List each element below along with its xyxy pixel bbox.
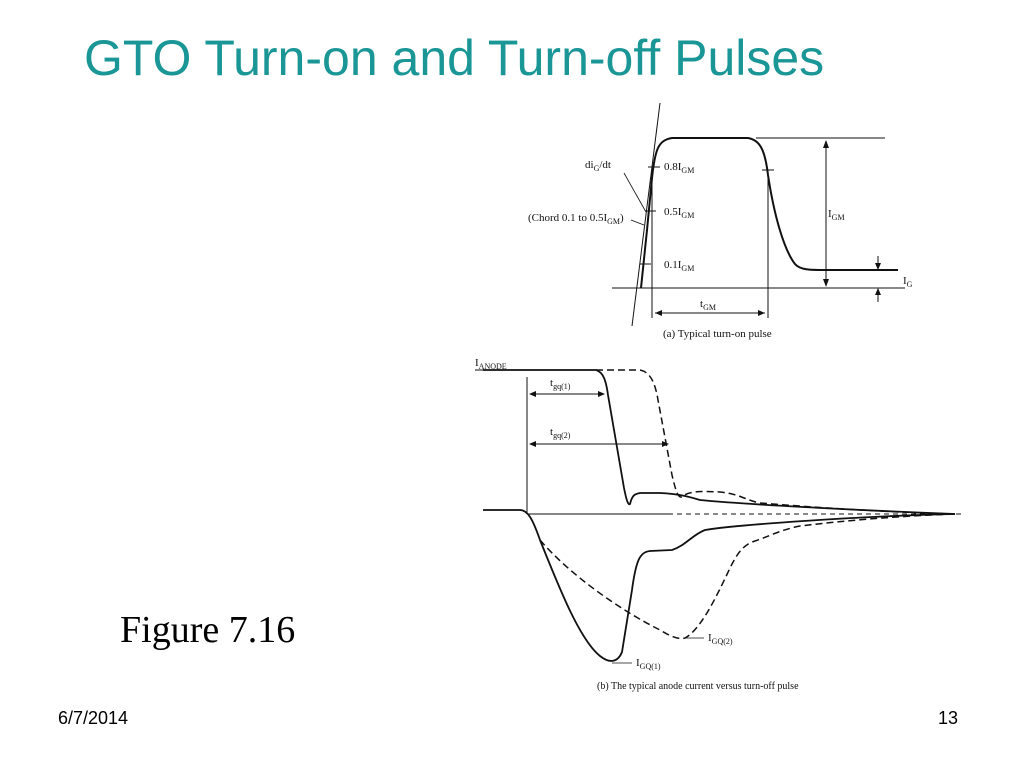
slide-title: GTO Turn-on and Turn-off Pulses <box>84 30 825 86</box>
chord-leader <box>630 219 645 226</box>
anode-current-curve-1 <box>483 369 956 515</box>
ig-label: IG <box>903 275 913 289</box>
tgq2-label: tgq(2) <box>550 426 571 440</box>
di-dt-tangent-line <box>631 102 661 327</box>
turn-on-labels: diG/dt (Chord 0.1 to 0.5IGM) 0.8IGM 0.5I… <box>528 159 913 340</box>
level-05-label: 0.5IGM <box>664 206 694 220</box>
turn-off-labels: IANODE tgq(1) tgq(2) IGQ(1) IGQ(2) (b) T… <box>475 357 799 692</box>
turn-on-caption: (a) Typical turn-on pulse <box>663 328 772 340</box>
gate-current-curve-2 <box>539 513 956 640</box>
anode-current-curve-2 <box>596 369 956 515</box>
figure-caption: Figure 7.16 <box>120 609 296 651</box>
chord-label: (Chord 0.1 to 0.5IGM) <box>528 212 624 226</box>
tgq1-label: tgq(1) <box>550 377 571 391</box>
turn-off-caption: (b) The typical anode current versus tur… <box>597 681 799 692</box>
level-01-label: 0.1IGM <box>664 259 694 273</box>
turn-off-pulse-diagram <box>475 369 965 664</box>
turn-on-pulse-diagram <box>612 102 905 327</box>
slide-date: 6/7/2014 <box>58 708 129 728</box>
tgm-label: tGM <box>700 298 716 312</box>
di-dt-label: diG/dt <box>585 159 611 173</box>
igm-label: IGM <box>828 208 845 222</box>
di-dt-leader <box>623 172 647 213</box>
gate-current-curve-1 <box>483 509 956 662</box>
level-08-label: 0.8IGM <box>664 161 694 175</box>
slide-page-number: 13 <box>937 708 958 728</box>
ianode-label: IANODE <box>475 357 507 371</box>
igq1-label: IGQ(1) <box>636 657 661 671</box>
igq2-label: IGQ(2) <box>708 632 733 646</box>
